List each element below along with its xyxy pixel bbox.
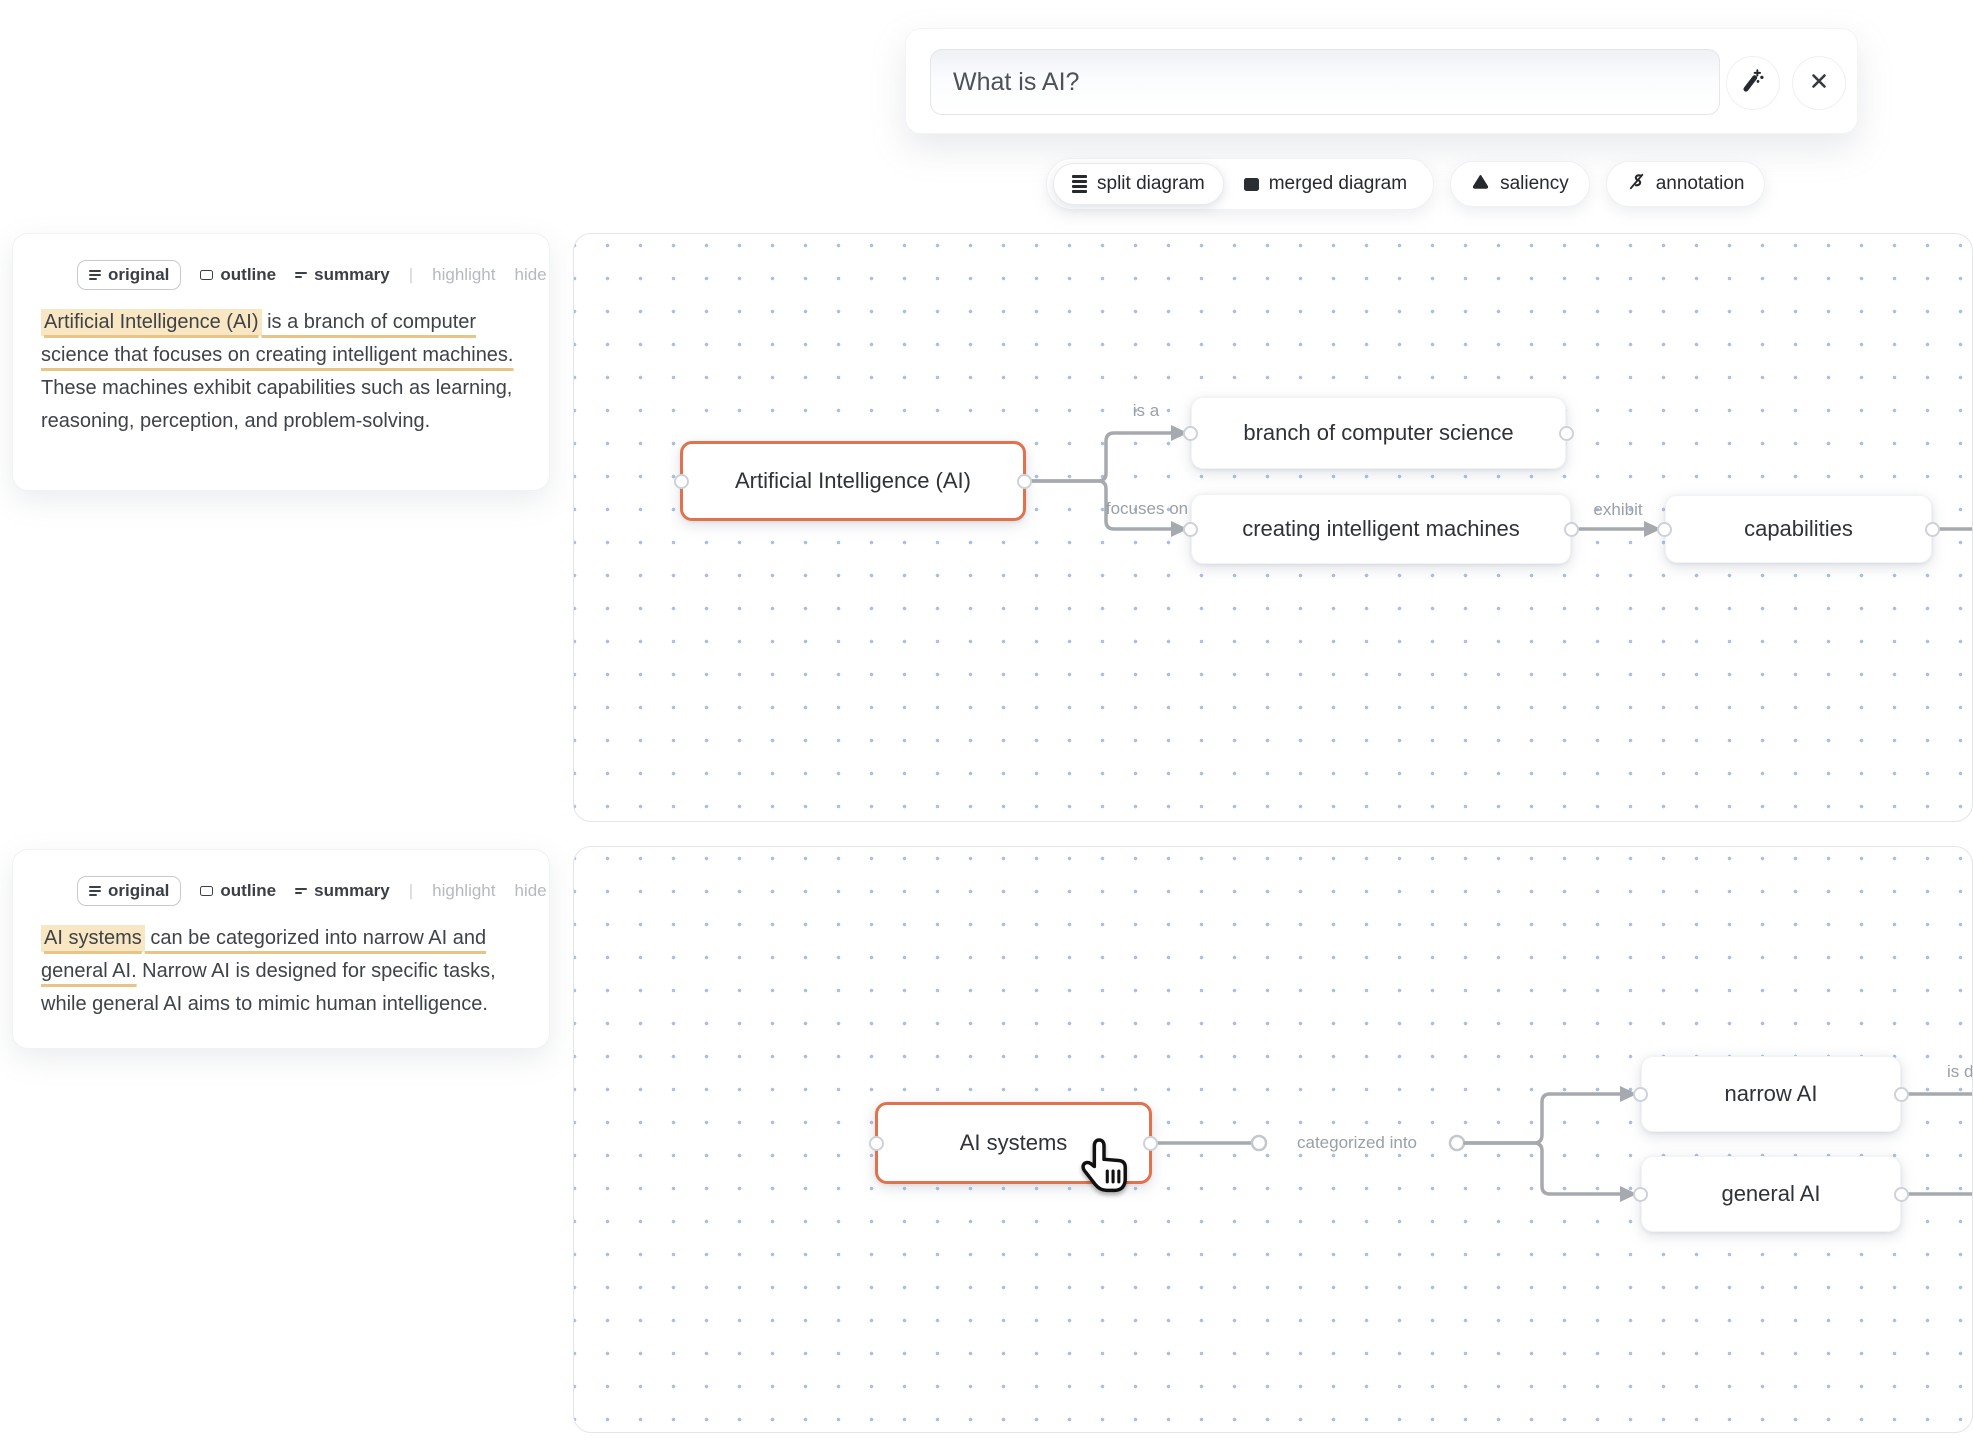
node-label: AI systems (959, 1130, 1068, 1155)
node-handle-left[interactable] (674, 473, 689, 489)
node-label: capabilities (1744, 516, 1853, 541)
tab-outline[interactable]: outline (200, 881, 276, 901)
sentence-card-1: original outline summary | highlight hid… (12, 233, 550, 491)
edge-label-focuses-on: focuses on (1105, 499, 1189, 518)
sentence-text-2: AI systems can be categorized into narro… (41, 922, 523, 1021)
magic-wand-icon (1740, 68, 1766, 99)
highlighted-phrase: AI systems (41, 925, 145, 952)
tab-summary[interactable]: summary (295, 265, 390, 285)
tab-hide[interactable]: hide (514, 881, 547, 900)
tab-summary-label: summary (314, 881, 390, 900)
node-branch-of-computer-science[interactable]: branch of computer science (1183, 397, 1574, 469)
underlined-phrase: is a branch of computer science that foc… (41, 311, 514, 366)
summary-icon (295, 271, 308, 279)
close-button[interactable] (1792, 56, 1846, 110)
saliency-icon (1471, 172, 1490, 196)
diagram-canvas-1[interactable]: is a focuses on exhibit Artificial Intel… (573, 233, 1973, 822)
magic-wand-button[interactable] (1726, 56, 1780, 110)
edges-layer-1 (1027, 425, 1972, 537)
node-handle-right[interactable] (1894, 1086, 1909, 1102)
merged-diagram-icon (1243, 177, 1259, 191)
node-handle-left[interactable] (869, 1135, 884, 1151)
summary-icon (295, 887, 308, 895)
plain-phrase: Narrow AI is designed for specific tasks… (41, 960, 496, 1015)
edge-label-is-a: is a (1132, 401, 1160, 420)
node-handle-left[interactable] (1183, 425, 1198, 441)
highlighted-phrase: Artificial Intelligence (AI) (41, 309, 262, 336)
sentence-card-2-tabs: original outline summary | highlight hid… (41, 876, 547, 906)
underlined-phrase: can be categorized into narrow AI and ge… (41, 927, 487, 982)
node-handle-left[interactable] (1657, 521, 1672, 537)
close-icon (1807, 69, 1831, 98)
tab-divider: | (408, 265, 414, 284)
annotation-button[interactable]: annotation (1605, 161, 1766, 207)
merged-diagram-button[interactable]: merged diagram (1224, 173, 1427, 195)
edge-label-exhibit: exhibit (1593, 500, 1643, 519)
tab-divider: | (408, 881, 414, 900)
split-diagram-icon (1072, 175, 1087, 193)
node-handle-left[interactable] (1633, 1186, 1648, 1202)
node-label: branch of computer science (1243, 420, 1514, 445)
original-icon (89, 269, 101, 281)
node-handle-right[interactable] (1559, 425, 1574, 441)
tab-highlight[interactable]: highlight (432, 265, 496, 284)
sentence-card-1-tabs: original outline summary | highlight hid… (41, 260, 547, 290)
original-icon (89, 885, 101, 897)
node-handle-right[interactable] (1143, 1135, 1158, 1151)
node-narrow-ai[interactable]: narrow AI (1633, 1056, 1909, 1132)
node-label: general AI (1721, 1181, 1821, 1206)
outline-icon (200, 270, 214, 280)
split-diagram-button[interactable]: split diagram (1053, 163, 1224, 205)
saliency-button[interactable]: saliency (1450, 161, 1590, 207)
node-label: narrow AI (1724, 1081, 1818, 1106)
node-creating-intelligent-machines[interactable]: creating intelligent machines (1183, 494, 1579, 564)
query-input[interactable]: What is AI? (930, 49, 1720, 115)
node-capabilities[interactable]: capabilities (1657, 495, 1940, 563)
diagram-canvas-2[interactable]: categorized into is de AI systems narrow… (573, 846, 1973, 1433)
tab-highlight[interactable]: highlight (432, 881, 496, 900)
view-toolbar: split diagram merged diagram saliency an… (1046, 158, 1766, 210)
diagram-mode-group: split diagram merged diagram (1046, 158, 1435, 210)
tab-original-label: original (108, 881, 170, 900)
node-artificial-intelligence[interactable]: Artificial Intelligence (AI) (674, 441, 1032, 521)
tab-original[interactable]: original (77, 260, 182, 290)
plain-phrase: These machines exhibit capabilities such… (41, 377, 513, 432)
tab-outline-label: outline (220, 265, 277, 284)
edge-label-categorized-into: categorized into (1296, 1133, 1418, 1152)
node-label: creating intelligent machines (1242, 516, 1520, 541)
outline-icon (200, 886, 214, 896)
node-handle-left[interactable] (1633, 1086, 1648, 1102)
split-diagram-label: split diagram (1097, 173, 1205, 194)
query-text: What is AI? (953, 67, 1080, 96)
annotation-scribble-slash-icon (1627, 172, 1646, 196)
node-handle-left[interactable] (1183, 521, 1198, 537)
tab-outline-label: outline (220, 881, 277, 900)
tab-original-label: original (108, 265, 170, 284)
node-handle-right[interactable] (1925, 521, 1940, 537)
tab-original[interactable]: original (77, 876, 182, 906)
saliency-label: saliency (1500, 173, 1569, 194)
edges-layer-2 (1150, 1086, 1972, 1202)
node-handle-right[interactable] (1564, 521, 1579, 537)
tab-hide[interactable]: hide (514, 265, 547, 284)
tab-outline[interactable]: outline (200, 265, 276, 285)
node-general-ai[interactable]: general AI (1633, 1156, 1909, 1232)
annotation-label: annotation (1655, 173, 1745, 194)
node-handle-right[interactable] (1017, 473, 1032, 489)
tab-summary-label: summary (314, 265, 390, 284)
edge-label-clipped: is de (1947, 1062, 1973, 1081)
node-label: Artificial Intelligence (AI) (735, 468, 971, 493)
query-card: What is AI? (905, 28, 1858, 134)
sentence-text-1: Artificial Intelligence (AI) is a branch… (41, 306, 523, 438)
tab-summary[interactable]: summary (295, 881, 390, 901)
merged-diagram-label: merged diagram (1268, 173, 1408, 194)
sentence-card-2: original outline summary | highlight hid… (12, 849, 550, 1049)
pointer-hand-cursor-icon (1077, 1137, 1131, 1204)
node-handle-right[interactable] (1894, 1186, 1909, 1202)
